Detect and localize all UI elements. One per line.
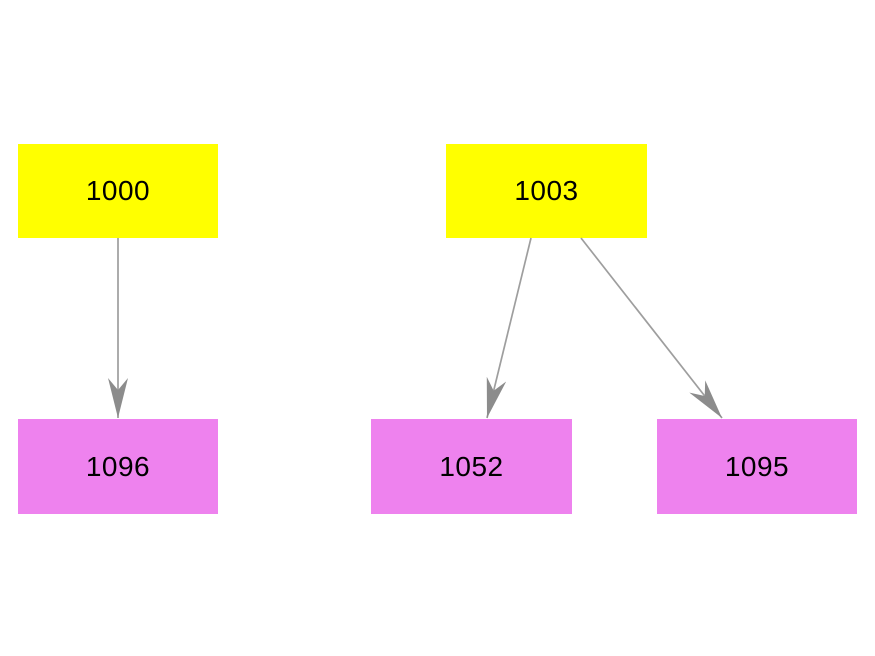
node-1000-label: 1000	[85, 175, 151, 206]
node-1052: 1052	[371, 419, 572, 514]
node-1003-label: 1003	[514, 175, 579, 206]
node-1095-label: 1095	[724, 450, 790, 482]
edge-1003-1052	[486, 237, 532, 419]
node-1000: 1000	[18, 144, 218, 238]
node-1095: 1095	[657, 419, 857, 514]
node-1003: 1003	[446, 144, 647, 238]
node-1052-label: 1052	[439, 450, 504, 482]
edge-1003-1095	[580, 237, 723, 419]
node-1096-label: 1096	[85, 450, 151, 482]
node-1096: 1096	[18, 419, 218, 514]
